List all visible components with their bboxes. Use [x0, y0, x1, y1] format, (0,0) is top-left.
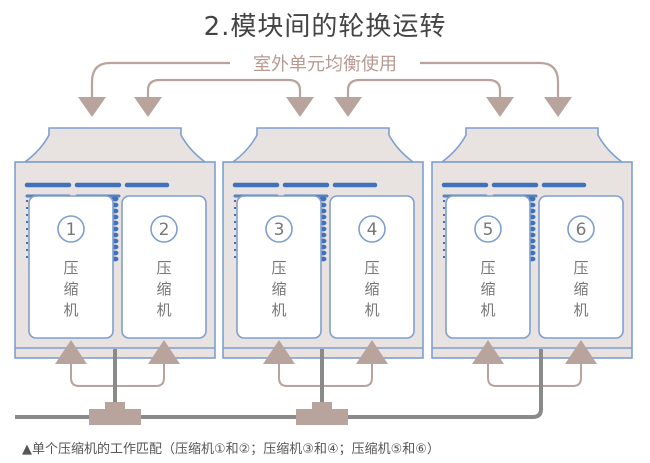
compressor-label-char: 机 — [271, 301, 286, 319]
down-arrow-icon — [78, 97, 106, 117]
pipe-joint — [312, 402, 332, 411]
pipe-joint — [296, 409, 348, 425]
compressor: 4 压缩机 — [329, 195, 415, 339]
rotation-arrow-line — [146, 78, 302, 98]
diagram-title: 2.模块间的轮换运转 — [203, 12, 447, 42]
return-loop — [70, 364, 165, 387]
compressor-card — [538, 195, 624, 339]
rotation-arrow-line — [90, 61, 230, 98]
down-arrow-icon — [286, 97, 314, 117]
down-arrow-icon — [486, 97, 514, 117]
compressor-number-badge — [150, 215, 178, 243]
fan-hood — [230, 127, 416, 163]
compressor-label-char: 压 — [63, 259, 78, 277]
compressor-label-char: 压 — [480, 259, 495, 277]
compressor-number: 6 — [576, 220, 587, 240]
compressor-number-badge — [474, 215, 502, 243]
compressor: 6 压缩机 — [538, 195, 624, 339]
compressor-label-char: 压 — [156, 259, 171, 277]
up-arrow-icon — [472, 340, 504, 364]
pipe-joint — [89, 409, 141, 425]
subtitle-text: 室外单元均衡使用 — [245, 54, 405, 75]
figure-caption: ▲单个压缩机的工作匹配（压缩机①和②；压缩机③和④；压缩机⑤和⑥） — [22, 442, 440, 457]
compressor-card — [121, 195, 207, 339]
compressor-number: 5 — [483, 220, 494, 240]
compressor-label-char: 压 — [271, 259, 286, 277]
down-arrow-icon — [134, 97, 162, 117]
compressor-label-char: 机 — [63, 301, 78, 319]
compressor-number-badge — [358, 215, 386, 243]
compressor: 5 压缩机 — [445, 195, 531, 339]
compressor-label-char: 缩 — [271, 280, 286, 298]
rotation-arrows — [78, 61, 572, 117]
fan-hood — [22, 127, 208, 163]
return-loop — [278, 364, 373, 387]
down-arrow-icon — [334, 97, 362, 117]
compressor: 3 压缩机 — [236, 195, 322, 339]
compressor-label-char: 机 — [156, 301, 171, 319]
compressor: 2 压缩机 — [121, 195, 207, 339]
compressor-number: 4 — [367, 220, 378, 240]
rotation-arrow-line — [420, 61, 560, 98]
compressor-card — [445, 195, 531, 339]
up-arrow-icon — [55, 340, 87, 364]
refrigerant-pipes — [15, 349, 543, 425]
fan-hood — [439, 127, 625, 163]
up-arrow-icon — [148, 340, 180, 364]
compressor-number: 3 — [274, 220, 285, 240]
compressor-label-char: 缩 — [364, 280, 379, 298]
compressor-label-char: 缩 — [573, 280, 588, 298]
compressor: 1 压缩机 — [28, 195, 114, 339]
compressor-label-char: 机 — [480, 301, 495, 319]
compressor-label-char: 机 — [573, 301, 588, 319]
compressor-label-char: 压 — [573, 259, 588, 277]
compressor-label-char: 缩 — [156, 280, 171, 298]
up-arrow-icon — [263, 340, 295, 364]
return-loop — [487, 364, 582, 387]
compressor-number-badge — [265, 215, 293, 243]
compressor-label-char: 缩 — [480, 280, 495, 298]
compressor-label-char: 压 — [364, 259, 379, 277]
compressor-number-badge — [567, 215, 595, 243]
main-pipe — [310, 349, 543, 419]
up-arrow-icon — [356, 340, 388, 364]
compressor-number: 1 — [66, 220, 77, 240]
compressor-card — [329, 195, 415, 339]
down-arrow-icon — [544, 97, 572, 117]
compressor-card — [236, 195, 322, 339]
compressor-card — [28, 195, 114, 339]
compressor-number-badge — [57, 215, 85, 243]
rotation-arrow-line — [346, 78, 502, 98]
diagram-subtitle: 室外单元均衡使用 — [0, 50, 650, 76]
compressor-number: 2 — [159, 220, 170, 240]
up-arrow-icon — [565, 340, 597, 364]
pipe-joint — [105, 402, 125, 411]
compressor-label-char: 机 — [364, 301, 379, 319]
compressor-label-char: 缩 — [63, 280, 78, 298]
